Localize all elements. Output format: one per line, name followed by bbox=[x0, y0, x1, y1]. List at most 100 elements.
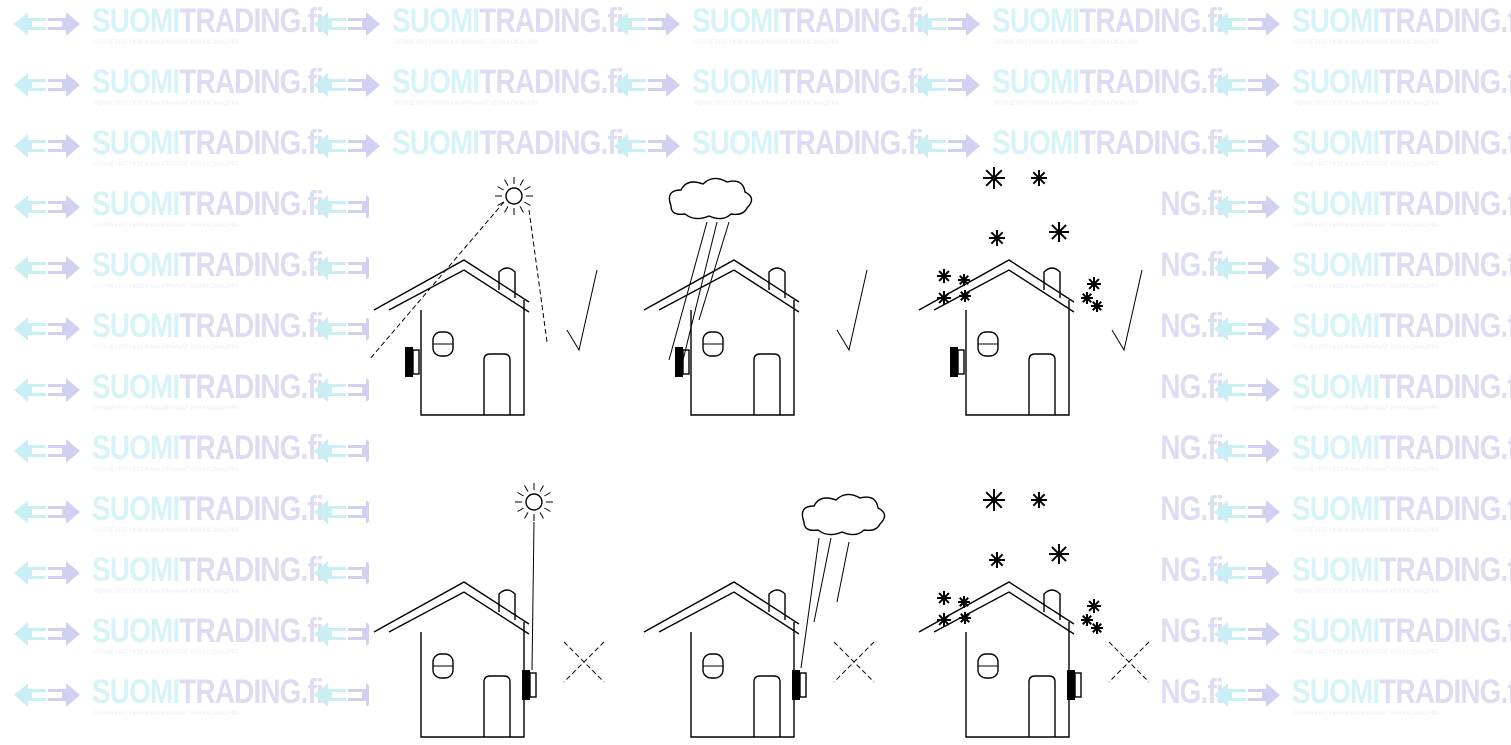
watermark-brand: SUOMITRADING.fi bbox=[92, 551, 324, 589]
swap-arrows-logo-icon bbox=[14, 12, 80, 36]
watermark-tagline: PERHEYRITYKSEN KAUPPAAVAT VERKKOKAUPPA bbox=[94, 467, 240, 473]
sun-icon bbox=[515, 483, 553, 521]
snowflake-icon bbox=[1031, 170, 1047, 186]
door bbox=[1028, 675, 1056, 737]
watermark-brand: SUOMITRADING.fi bbox=[1292, 246, 1511, 284]
swap-arrows-logo-icon bbox=[1214, 256, 1280, 280]
swap-arrows-logo-icon bbox=[14, 134, 80, 158]
swap-arrows-logo-icon bbox=[1214, 317, 1280, 341]
door bbox=[483, 353, 511, 415]
checkmark-icon bbox=[1111, 269, 1143, 352]
watermark-brand: SUOMITRADING.fi bbox=[1292, 307, 1511, 345]
watermark-tagline: PERHEYRITYKSEN KAUPPAAVAT VERKKOKAUPPA bbox=[1294, 467, 1440, 473]
swap-arrows-logo-icon bbox=[14, 439, 80, 463]
watermark-tagline: PERHEYRITYKSEN KAUPPAAVAT VERKKOKAUPPA bbox=[94, 589, 240, 595]
swap-arrows-logo-icon bbox=[1214, 561, 1280, 585]
swap-arrows-logo-icon bbox=[1214, 73, 1280, 97]
panel-incorrect-rain bbox=[643, 493, 886, 738]
swap-arrows-logo-icon bbox=[914, 134, 980, 158]
watermark-brand: SUOMITRADING.fi bbox=[392, 2, 624, 40]
watermark-brand: SUOMITRADING.fi bbox=[992, 63, 1224, 101]
watermark-tagline: PERHEYRITYKSEN KAUPPAAVAT VERKKOKAUPPA bbox=[94, 345, 240, 351]
watermark-tagline: PERHEYRITYKSEN KAUPPAAVAT VERKKOKAUPPA bbox=[94, 406, 240, 412]
panel-correct-sun bbox=[369, 177, 598, 416]
watermark-tagline: PERHEYRITYKSEN KAUPPAAVAT VERKKOKAUPPA bbox=[1294, 162, 1440, 168]
swap-arrows-logo-icon bbox=[14, 561, 80, 585]
watermark-brand: SUOMITRADING.fi bbox=[92, 368, 324, 406]
watermark-brand: SUOMITRADING.fi bbox=[692, 124, 924, 162]
cross-icon bbox=[1108, 641, 1150, 683]
swap-arrows-logo-icon bbox=[14, 317, 80, 341]
swap-arrows-logo-icon bbox=[314, 12, 380, 36]
snowflake-icon bbox=[958, 596, 970, 608]
watermark-tagline: PERHEYRITYKSEN KAUPPAAVAT VERKKOKAUPPA bbox=[94, 650, 240, 656]
snowflake-icon bbox=[1087, 599, 1101, 613]
watermark-brand: SUOMITRADING.fi bbox=[1292, 490, 1511, 528]
sensor-unit-icon bbox=[950, 347, 965, 377]
watermark-tagline: PERHEYRITYKSEN KAUPPAAVAT VERKKOKAUPPA bbox=[1294, 40, 1440, 46]
watermark-brand: SUOMITRADING.fi bbox=[1292, 2, 1511, 40]
watermark-brand: SUOMITRADING.fi bbox=[992, 124, 1224, 162]
watermark-tagline: PERHEYRITYKSEN KAUPPAAVAT VERKKOKAUPPA bbox=[94, 162, 240, 168]
watermark-tagline: PERHEYRITYKSEN KAUPPAAVAT VERKKOKAUPPA bbox=[694, 40, 840, 46]
panel-correct-snow bbox=[918, 167, 1143, 416]
snowflake-icon bbox=[937, 269, 951, 283]
snowflake-icon bbox=[958, 274, 970, 286]
swap-arrows-logo-icon bbox=[14, 500, 80, 524]
rain-cloud-icon bbox=[668, 177, 753, 220]
watermark-brand: SUOMITRADING.fi bbox=[92, 246, 324, 284]
watermark-brand: SUOMITRADING.fi bbox=[1292, 673, 1511, 711]
swap-arrows-logo-icon bbox=[1214, 500, 1280, 524]
panel-incorrect-sun bbox=[373, 483, 605, 738]
snowflake-icon bbox=[1031, 492, 1047, 508]
watermark-tagline: PERHEYRITYKSEN KAUPPAAVAT VERKKOKAUPPA bbox=[94, 223, 240, 229]
watermark-brand: SUOMITRADING.fi bbox=[1292, 368, 1511, 406]
watermark-tagline: PERHEYRITYKSEN KAUPPAAVAT VERKKOKAUPPA bbox=[394, 40, 540, 46]
snowflake-icon bbox=[983, 167, 1005, 189]
snowflakes-icon bbox=[937, 167, 1103, 312]
swap-arrows-logo-icon bbox=[1214, 683, 1280, 707]
swap-arrows-logo-icon bbox=[14, 683, 80, 707]
snowflake-icon bbox=[937, 591, 951, 605]
watermark-brand: SUOMITRADING.fi bbox=[1292, 551, 1511, 589]
watermark-tagline: PERHEYRITYKSEN KAUPPAAVAT VERKKOKAUPPA bbox=[694, 101, 840, 107]
panel-incorrect-snow bbox=[918, 489, 1150, 738]
watermark-tagline: PERHEYRITYKSEN KAUPPAAVAT VERKKOKAUPPA bbox=[1294, 284, 1440, 290]
swap-arrows-logo-icon bbox=[614, 134, 680, 158]
watermark-tagline: PERHEYRITYKSEN KAUPPAAVAT VERKKOKAUPPA bbox=[94, 40, 240, 46]
swap-arrows-logo-icon bbox=[614, 12, 680, 36]
watermark-tagline: PERHEYRITYKSEN KAUPPAAVAT VERKKOKAUPPA bbox=[994, 101, 1140, 107]
watermark-brand: SUOMITRADING.fi bbox=[92, 63, 324, 101]
swap-arrows-logo-icon bbox=[14, 256, 80, 280]
house-icon bbox=[373, 259, 530, 416]
house-icon bbox=[918, 259, 1075, 416]
snowflake-icon bbox=[1087, 277, 1101, 291]
snowflake-icon bbox=[1049, 222, 1069, 242]
watermark-tagline: PERHEYRITYKSEN KAUPPAAVAT VERKKOKAUPPA bbox=[1294, 711, 1440, 717]
swap-arrows-logo-icon bbox=[1214, 195, 1280, 219]
snowflake-icon bbox=[937, 613, 951, 627]
watermark-brand: SUOMITRADING.fi bbox=[92, 307, 324, 345]
checkmark-icon bbox=[836, 269, 868, 352]
door bbox=[753, 675, 781, 737]
watermark-brand: SUOMITRADING.fi bbox=[692, 2, 924, 40]
watermark-brand: SUOMITRADING.fi bbox=[92, 2, 324, 40]
swap-arrows-logo-icon bbox=[1214, 12, 1280, 36]
